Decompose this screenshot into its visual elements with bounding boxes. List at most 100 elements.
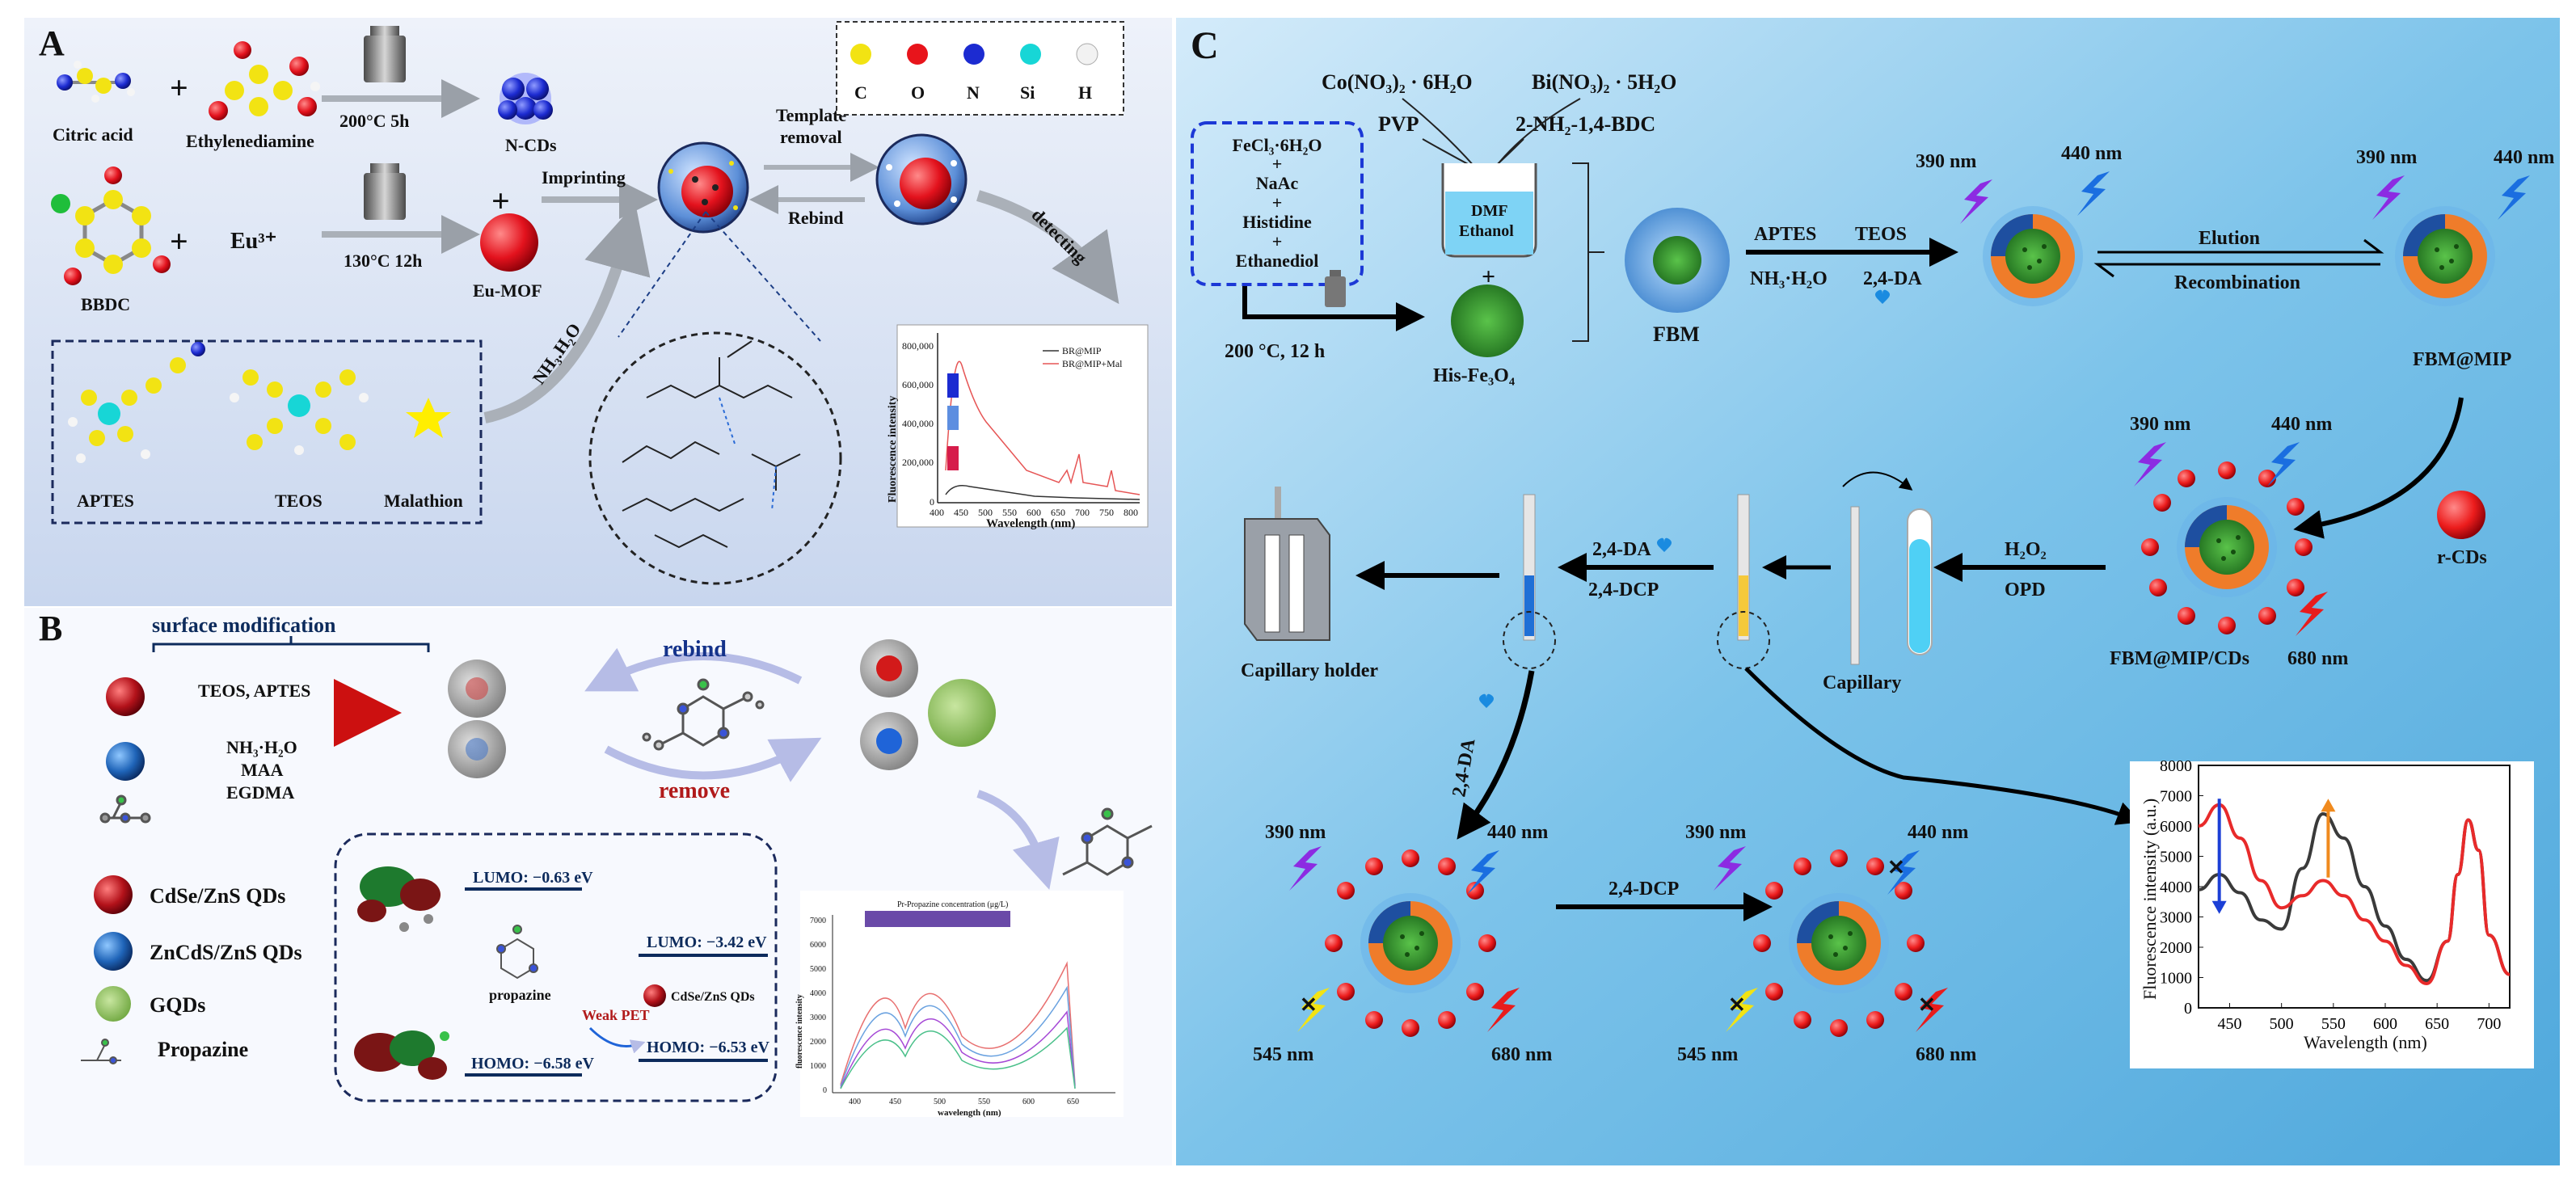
heart-icon xyxy=(1479,693,1494,708)
inset-legend-2: BR@MIP+Mal xyxy=(1062,358,1123,369)
homo2-label: HOMO: −6.53 eV xyxy=(647,1039,769,1056)
mip-sphere-empty xyxy=(875,133,968,225)
opd-label: OPD xyxy=(2005,579,2046,601)
zoom-ellipse xyxy=(1503,611,1556,669)
lightning-blue-icon xyxy=(1467,850,1499,895)
change-arrow-head-1 xyxy=(2321,799,2336,812)
fbm-cluster xyxy=(1625,208,1730,313)
curved-arrow-icon xyxy=(1842,471,1913,491)
propazine-molecule-small xyxy=(99,794,151,824)
inset-b-xtick: 650 xyxy=(1067,1098,1079,1106)
remove-label: remove xyxy=(659,778,730,803)
mip-qd-blue-core xyxy=(876,728,902,754)
nm440-label: 440 nm xyxy=(1487,822,1548,843)
reagent-line: FeCl₃·6H₂O xyxy=(1233,135,1322,155)
inset-xtick: 800 xyxy=(1124,507,1138,518)
bottom-sphere-2 xyxy=(1753,849,1925,1037)
inset-spectrum-b: Pr-Propazine concentration (μg/L) 7000 6… xyxy=(795,891,1124,1118)
reagent-box xyxy=(51,339,483,525)
inset-b-curve xyxy=(840,1026,1076,1089)
ncds-label: N-CDs xyxy=(505,135,557,155)
y-tick-label: 3000 xyxy=(2160,909,2192,927)
capillary-label: Capillary xyxy=(1823,672,1901,693)
reagent-line: + xyxy=(1272,154,1283,174)
reagent-box xyxy=(1191,121,1364,286)
propazine-molecule xyxy=(642,678,765,751)
lightning-blue-icon xyxy=(2077,171,2110,216)
zncds-qd-sphere xyxy=(106,742,145,781)
inset-b-curve xyxy=(840,1010,1076,1089)
lumo1-label: LUMO: −0.63 eV xyxy=(473,869,593,887)
arrow-icon xyxy=(1457,670,1535,840)
inset-b-curve xyxy=(840,961,1076,1085)
propazine-molecule-right xyxy=(1062,807,1153,876)
plus-sign: + xyxy=(170,223,188,259)
legend-cdse: CdSe/ZnS QDs xyxy=(150,884,285,908)
legend-zncds: ZnCdS/ZnS QDs xyxy=(150,941,302,964)
reagent-line: + xyxy=(1272,192,1283,213)
arrow-icon xyxy=(483,203,651,424)
his-fe3o4-sphere xyxy=(1451,284,1524,357)
lightning-blue-icon xyxy=(2267,442,2300,487)
autoclave-icon xyxy=(364,163,406,220)
zoom-line xyxy=(618,211,706,338)
legend-gqds: GQDs xyxy=(150,993,205,1017)
nm545-label: 545 nm xyxy=(1253,1044,1313,1065)
propazine-mid-label: propazine xyxy=(489,987,551,1003)
bbdc-molecule xyxy=(51,166,171,285)
inset-b-xtick: 450 xyxy=(889,1098,901,1106)
bdc-label: 2-NH₂-1,4-BDC xyxy=(1516,112,1655,136)
legend-o: O xyxy=(911,82,925,103)
fbm-label: FBM xyxy=(1653,322,1700,346)
inset-xtick: 600 xyxy=(1027,507,1041,518)
homo-orbital xyxy=(354,1030,449,1080)
series-line-1 xyxy=(2198,803,2511,986)
aptes-label: APTES xyxy=(1754,224,1816,245)
y-tick-label: 4000 xyxy=(2160,879,2192,896)
citric-acid-label: Citric acid xyxy=(53,124,133,145)
plus-sign: + xyxy=(170,70,188,106)
chart-lines xyxy=(2198,799,2511,986)
bbdc-label: BBDC xyxy=(81,294,130,314)
ethylenediamine-molecule xyxy=(209,41,320,120)
malathion-label: Malathion xyxy=(384,491,463,511)
lumo-orbital xyxy=(357,866,441,932)
arrow-icon xyxy=(976,790,1060,890)
reagent-line: + xyxy=(1272,231,1283,251)
autoclave-icon xyxy=(1325,270,1346,307)
heart-icon xyxy=(1657,537,1672,552)
inset-xtick: 450 xyxy=(954,507,968,518)
y-tick-label: 6000 xyxy=(2160,818,2192,836)
inset-xtick: 750 xyxy=(1099,507,1114,518)
mip-sphere xyxy=(657,141,749,234)
rebind-label: Rebind xyxy=(788,208,843,228)
cross-icon: ✕ xyxy=(1300,993,1318,1017)
y-tick-label: 8000 xyxy=(2160,757,2192,775)
inset-b-curve xyxy=(840,985,1076,1087)
h2o2-label: H₂O₂ xyxy=(2005,539,2047,560)
inset-b-ytick: 5000 xyxy=(810,965,826,974)
arrow-icon xyxy=(1242,286,1425,331)
remove-arrow xyxy=(604,737,822,782)
r-cds-sphere xyxy=(2437,491,2485,539)
recombination-arrow xyxy=(2093,263,2380,278)
inset-xtick: 500 xyxy=(978,507,993,518)
inset-b-xtick: 400 xyxy=(849,1098,861,1106)
ethylenediamine-label: Ethylenediamine xyxy=(186,131,314,151)
cdse-mini-label: CdSe/ZnS QDs xyxy=(671,990,755,1004)
template-removal-label-2: removal xyxy=(780,127,842,147)
chart-ylabel: Fluorescence intensity (a.u.) xyxy=(2140,799,2160,1000)
change-arrow-head-0 xyxy=(2211,900,2227,914)
citric-acid-molecule xyxy=(57,61,135,103)
bracket xyxy=(1572,162,1604,342)
y-tick-label: 2000 xyxy=(2160,939,2192,957)
nm390-label: 390 nm xyxy=(2356,147,2417,168)
inset-b-xtick: 600 xyxy=(1022,1098,1035,1106)
inset-xtick: 650 xyxy=(1051,507,1065,518)
legend-si: Si xyxy=(1020,82,1035,103)
x-tick-label: 500 xyxy=(2270,1015,2294,1033)
eu-mof-sphere xyxy=(480,213,538,272)
recombination-label: Recombination xyxy=(2174,272,2300,293)
y-tick-label: 5000 xyxy=(2160,849,2192,866)
